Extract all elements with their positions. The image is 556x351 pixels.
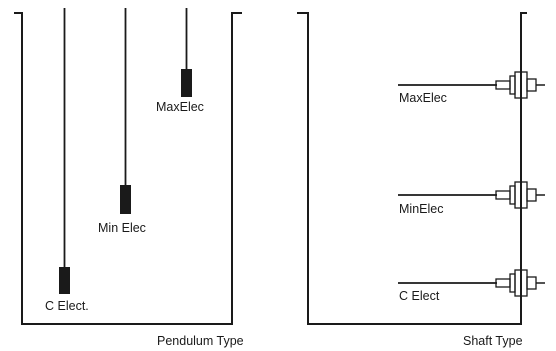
electrode-flange (509, 273, 516, 293)
electrode-tip (59, 267, 70, 294)
electrode-label-c: C Elect (399, 289, 440, 303)
shaft-electrode-c: C Elect (398, 269, 545, 303)
pendulum-electrode-max: MaxElec (156, 8, 204, 114)
electrode-label-c: C Elect. (45, 299, 89, 313)
shaft-tank-outline (297, 12, 527, 325)
shaft-electrode-max: MaxElec (398, 71, 545, 105)
shaft-caption: Shaft Type (463, 334, 523, 348)
pendulum-electrode-min: Min Elec (98, 8, 146, 235)
electrode-tip (181, 69, 192, 97)
electrode-connector (526, 188, 537, 202)
pendulum-electrode-c: C Elect. (45, 8, 89, 313)
pendulum-caption: Pendulum Type (157, 334, 244, 348)
electrode-sleeve (495, 190, 511, 200)
electrode-connector (526, 78, 537, 92)
pendulum-diagram: C Elect. Min Elec MaxElec Pendulum Type (14, 8, 244, 348)
electrode-connector (526, 276, 537, 290)
pendulum-tank-outline (14, 12, 242, 325)
electrode-label-max: MaxElec (399, 91, 447, 105)
electrode-sleeve (495, 80, 511, 90)
shaft-diagram: MaxElec MinElec C Elect Shaft Type (297, 12, 545, 348)
electrode-label-min: Min Elec (98, 221, 146, 235)
electrode-label-min: MinElec (399, 202, 443, 216)
electrode-label-max: MaxElec (156, 100, 204, 114)
electrode-tip (120, 185, 131, 214)
electrode-flange (509, 185, 516, 205)
shaft-electrode-min: MinElec (398, 181, 545, 216)
electrode-flange (509, 75, 516, 95)
electrode-sleeve (495, 278, 511, 288)
